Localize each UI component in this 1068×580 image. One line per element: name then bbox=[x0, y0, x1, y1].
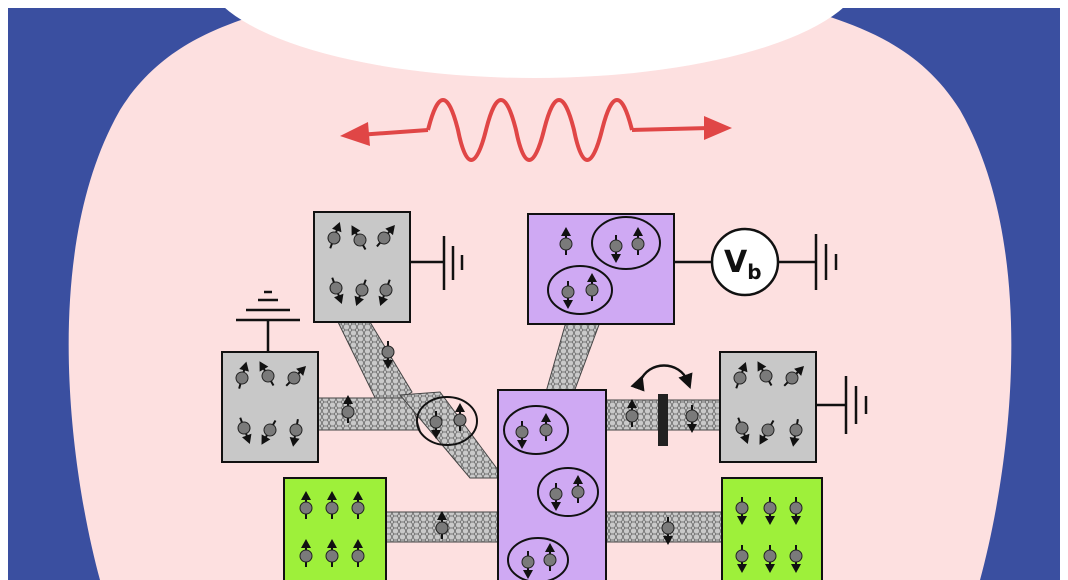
cooper-pair-ellipse bbox=[547, 265, 613, 315]
spin-arrow-icon bbox=[625, 399, 639, 427]
voltage-symbol: Vb bbox=[724, 245, 762, 284]
spin-arrow-icon bbox=[237, 417, 252, 444]
spin-arrow-icon bbox=[733, 362, 748, 389]
spin-arrow-icon bbox=[341, 395, 355, 423]
spin-arrow-icon bbox=[631, 227, 645, 255]
cooper-pair-ellipse bbox=[591, 216, 661, 270]
cooper-pair-ellipses bbox=[416, 216, 661, 580]
spin-arrow-icon bbox=[685, 405, 699, 433]
wave-arrow-left-line bbox=[357, 128, 429, 137]
spin-arrow-icon bbox=[325, 539, 339, 567]
polarized-box-right-green bbox=[721, 477, 823, 580]
voltage-symbol-letter: V bbox=[724, 245, 748, 280]
spin-arrow-icon bbox=[759, 419, 775, 445]
nanotube-left-to-junction bbox=[317, 397, 421, 431]
spin-arrow-icon bbox=[381, 341, 395, 369]
wave-oscillation bbox=[426, 98, 634, 162]
spin-arrow-icon bbox=[789, 418, 803, 447]
spin-arrow-icon bbox=[789, 497, 803, 525]
spin-arrow-icon bbox=[261, 419, 277, 445]
spin-arrow-icon bbox=[543, 543, 557, 571]
spin-arrow-icon bbox=[235, 361, 249, 389]
spin-arrow-icon bbox=[521, 551, 535, 579]
spin-arrow-icon bbox=[559, 227, 573, 255]
ground-icon bbox=[236, 290, 300, 352]
spin-arrow-icon bbox=[783, 365, 805, 387]
spin-arrow-icon bbox=[285, 365, 307, 387]
spin-arrow-icon bbox=[299, 491, 313, 519]
spin-arrow-icon bbox=[789, 545, 803, 573]
wave-arrow-left-head bbox=[340, 122, 370, 146]
spin-arrow-icon bbox=[453, 403, 467, 431]
spin-arrow-icon bbox=[299, 539, 313, 567]
spin-arrow-icon bbox=[539, 413, 553, 441]
cooper-pair-ellipse bbox=[503, 405, 569, 455]
spin-arrow-icon bbox=[376, 224, 395, 248]
wave-arrow-right-head bbox=[704, 116, 732, 140]
spin-arrow-icon bbox=[429, 411, 443, 439]
cooper-pair-ellipse bbox=[537, 467, 599, 517]
spin-arrow-icon bbox=[435, 511, 449, 539]
top-white-notch bbox=[217, 0, 851, 78]
gate-electrode bbox=[658, 394, 668, 446]
ferromagnet-box-top-left bbox=[313, 211, 411, 323]
spin-arrow-icon bbox=[549, 483, 563, 511]
spin-arrow-icon bbox=[327, 222, 342, 249]
spin-arrow-icon bbox=[351, 491, 365, 519]
spin-arrow-icon bbox=[735, 417, 750, 444]
spin-arrow-icon bbox=[325, 491, 339, 519]
cooper-pair-ellipse bbox=[416, 396, 478, 446]
spin-arrow-icon bbox=[515, 421, 529, 449]
superconductor-box-top bbox=[527, 213, 675, 325]
spin-arrow-icon bbox=[763, 545, 777, 573]
voltage-source bbox=[674, 227, 838, 297]
spin-arrow-icon bbox=[561, 281, 575, 309]
spins-layer bbox=[235, 222, 805, 579]
voltage-symbol-subscript: b bbox=[747, 260, 761, 284]
spin-arrow-icon bbox=[351, 225, 367, 251]
ground-icon bbox=[410, 236, 464, 290]
wave-arrow-right-line bbox=[631, 126, 711, 132]
spin-arrow-icon bbox=[289, 418, 303, 447]
spin-arrow-icon bbox=[378, 279, 393, 306]
spin-arrow-icon bbox=[763, 497, 777, 525]
spin-arrow-icon bbox=[329, 277, 344, 304]
cooper-pair-ellipse bbox=[507, 537, 569, 580]
ground-icon bbox=[816, 376, 868, 434]
spin-arrow-icon bbox=[571, 475, 585, 503]
spin-arrow-icon bbox=[735, 545, 749, 573]
microwave-double-arrow-icon bbox=[340, 98, 732, 162]
spin-arrow-icon bbox=[609, 235, 623, 263]
curved-rotation-arrow-icon bbox=[630, 364, 693, 392]
spin-arrow-icon bbox=[661, 517, 675, 545]
spin-arrow-icon bbox=[351, 539, 365, 567]
spin-arrow-icon bbox=[757, 361, 773, 387]
polarized-box-left-green bbox=[283, 477, 387, 580]
spin-arrow-icon bbox=[354, 279, 369, 306]
spin-arrow-icon bbox=[585, 273, 599, 301]
spin-arrow-icon bbox=[259, 361, 275, 387]
spin-arrow-icon bbox=[735, 497, 749, 525]
